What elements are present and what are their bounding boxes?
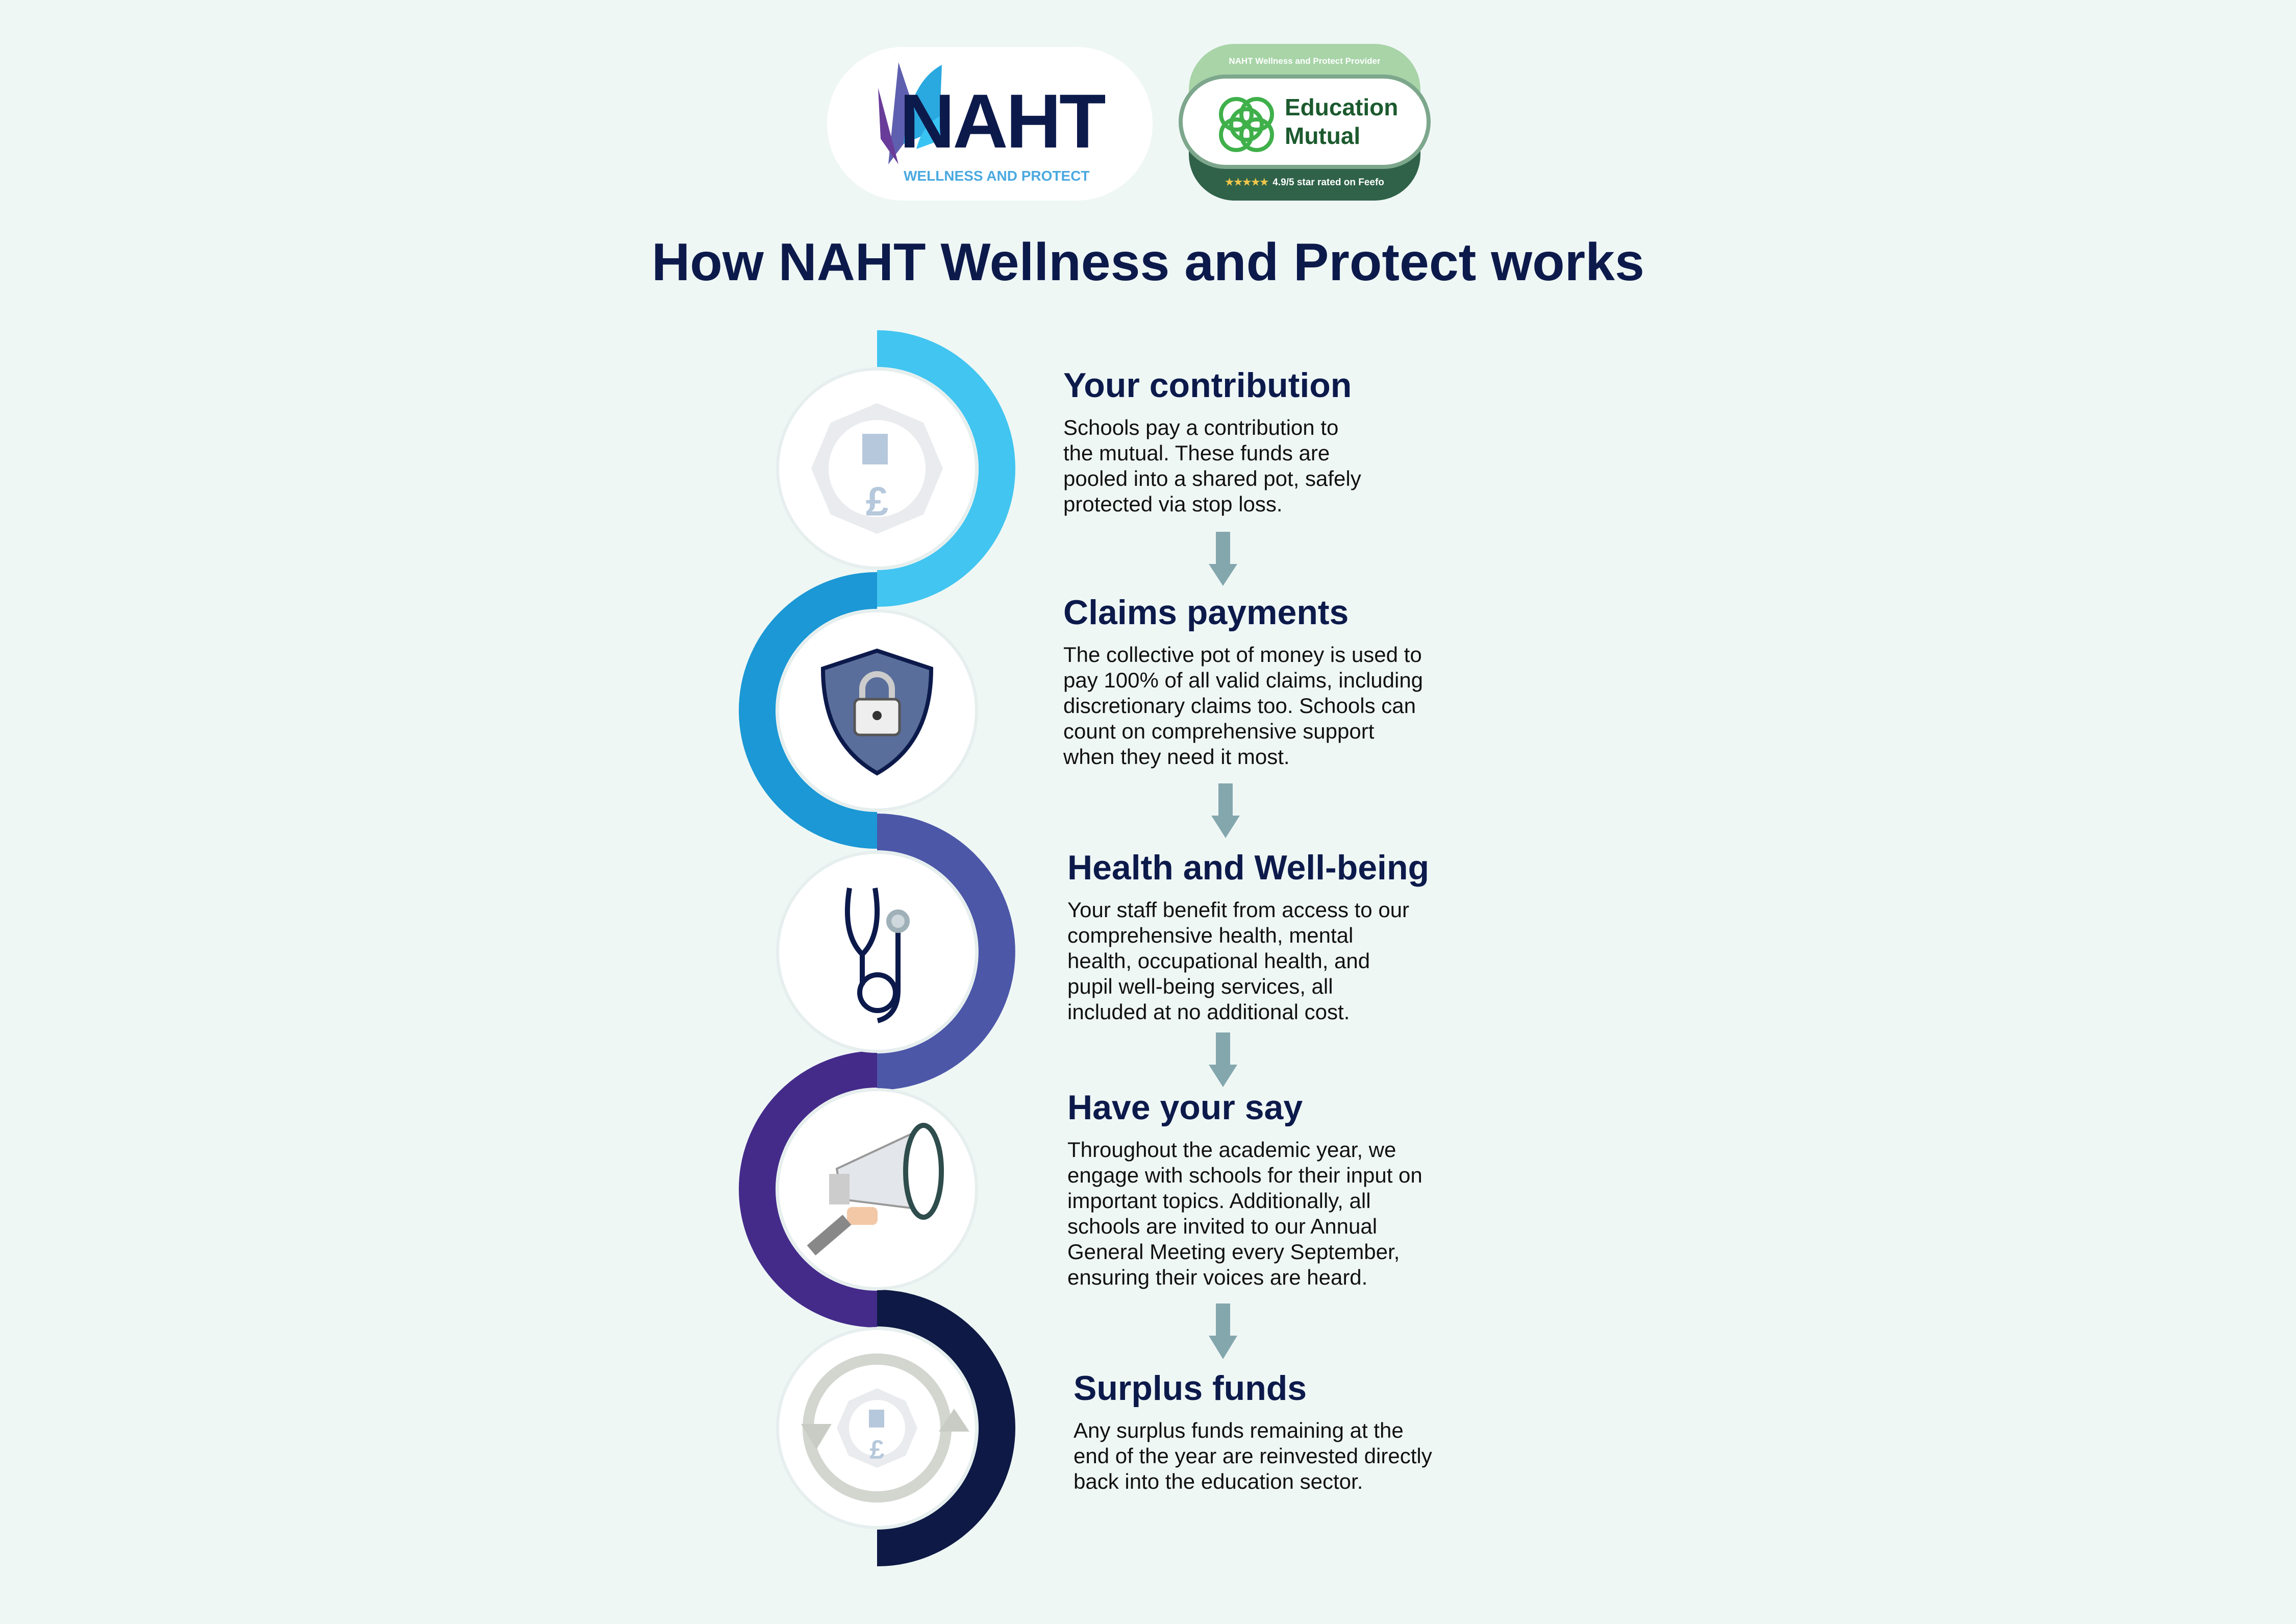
rating-text: 4.9/5 star rated on Feefo [1272, 177, 1384, 188]
down-arrow-icon [1209, 532, 1237, 586]
step-claims: Claims payments The collective pot of mo… [1063, 592, 1423, 770]
spiral-segment-4 [739, 1051, 878, 1327]
education-mutual-line-2: Mutual [1285, 122, 1361, 149]
svg-text:£: £ [870, 1435, 885, 1465]
naht-logo: NAHT WELLNESS AND PROTECT [827, 47, 1153, 201]
step-surplus: Surplus funds Any surplus funds remainin… [1074, 1368, 1432, 1494]
shield-lock-icon [820, 648, 934, 776]
megaphone-icon [807, 1123, 944, 1256]
step-have-your-say: Have your say Throughout the academic ye… [1067, 1087, 1422, 1290]
spiral-segment-1 [877, 330, 1015, 607]
star-rating-icon: ★★★★★ [1225, 177, 1269, 188]
step-heading: Your contribution [1063, 366, 1352, 405]
svg-text:£: £ [866, 479, 889, 524]
lotus-mark-icon [878, 62, 950, 164]
naht-subtitle: WELLNESS AND PROTECT [904, 168, 1090, 184]
step-health: Health and Well-being Your staff benefit… [1067, 847, 1429, 1025]
pound-coin-icon: £ [811, 403, 943, 534]
down-arrow-icon [1209, 1303, 1237, 1359]
education-mutual-badge: NAHT Wellness and Protect Provider ★★★★★… [1179, 44, 1431, 201]
flow-arrows [1209, 532, 1240, 1359]
recycle-money-icon: £ [801, 1354, 969, 1503]
spiral-segment-2 [739, 572, 878, 849]
naht-wordmark: NAHT [900, 78, 1106, 164]
education-mutual-line-1: Education [1285, 94, 1399, 120]
step-heading: Have your say [1067, 1088, 1303, 1127]
step-heading: Health and Well-being [1067, 848, 1430, 887]
spiral-segment-3 [877, 814, 1015, 1090]
spiral-segment-5 [877, 1290, 1015, 1566]
step-contribution: Your contribution Schools pay a contribu… [1063, 365, 1361, 517]
page-title: How NAHT Wellness and Protect works [652, 233, 1644, 292]
education-mutual-logo-icon [1219, 97, 1274, 152]
step-heading: Surplus funds [1074, 1369, 1307, 1408]
step-heading: Claims payments [1063, 593, 1349, 632]
stethoscope-icon [844, 888, 910, 1023]
down-arrow-icon [1209, 1032, 1237, 1087]
down-arrow-icon [1211, 783, 1240, 838]
